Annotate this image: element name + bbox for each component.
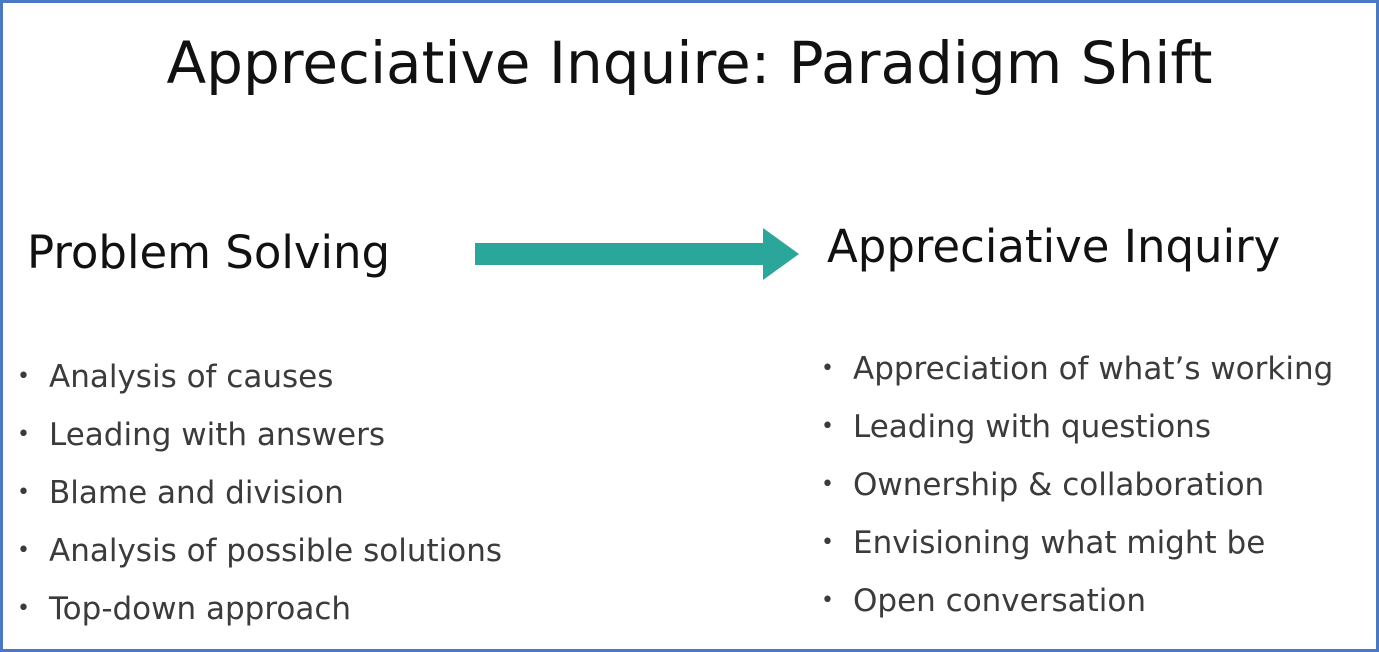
list-item: • Leading with questions xyxy=(821,398,1333,456)
list-item-text: Open conversation xyxy=(853,583,1147,619)
list-item-text: Leading with questions xyxy=(853,409,1211,445)
list-item: • Top-down approach xyxy=(17,580,502,638)
bullet-icon: • xyxy=(17,538,30,563)
problem-solving-heading: Problem Solving xyxy=(27,226,391,279)
list-item-text: Envisioning what might be xyxy=(853,525,1266,561)
bullet-icon: • xyxy=(821,530,834,555)
list-item: • Analysis of possible solutions xyxy=(17,522,502,580)
list-item-text: Top-down approach xyxy=(49,591,352,627)
list-item: • Open conversation xyxy=(821,572,1333,630)
slide-title: Appreciative Inquire: Paradigm Shift xyxy=(166,29,1213,97)
list-item: • Envisioning what might be xyxy=(821,514,1333,572)
bullet-icon: • xyxy=(821,472,834,497)
list-item-text: Analysis of causes xyxy=(49,359,334,395)
list-item: • Ownership & collaboration xyxy=(821,456,1333,514)
list-item-text: Ownership & collaboration xyxy=(853,467,1265,503)
list-item-text: Analysis of possible solutions xyxy=(49,533,502,569)
problem-solving-list: • Analysis of causes • Leading with answer… xyxy=(17,348,502,638)
bullet-icon: • xyxy=(821,356,834,381)
appreciative-inquiry-list: • Appreciation of what’s working • Leading… xyxy=(821,340,1333,630)
list-item: • Leading with answers xyxy=(17,406,502,464)
list-item-text: Blame and division xyxy=(49,475,344,511)
bullet-icon: • xyxy=(17,422,30,447)
list-item-text: Leading with answers xyxy=(49,417,386,453)
list-item: • Analysis of causes xyxy=(17,348,502,406)
bullet-icon: • xyxy=(821,414,834,439)
list-item: • Blame and division xyxy=(17,464,502,522)
bullet-icon: • xyxy=(17,480,30,505)
list-item: • Appreciation of what’s working xyxy=(821,340,1333,398)
bullet-icon: • xyxy=(17,596,30,621)
arrow-shape xyxy=(475,228,799,280)
right-arrow-icon xyxy=(475,228,799,280)
list-item-text: Appreciation of what’s working xyxy=(853,351,1334,387)
bullet-icon: • xyxy=(821,588,834,613)
bullet-icon: • xyxy=(17,364,30,389)
appreciative-inquiry-heading: Appreciative Inquiry xyxy=(827,220,1281,273)
